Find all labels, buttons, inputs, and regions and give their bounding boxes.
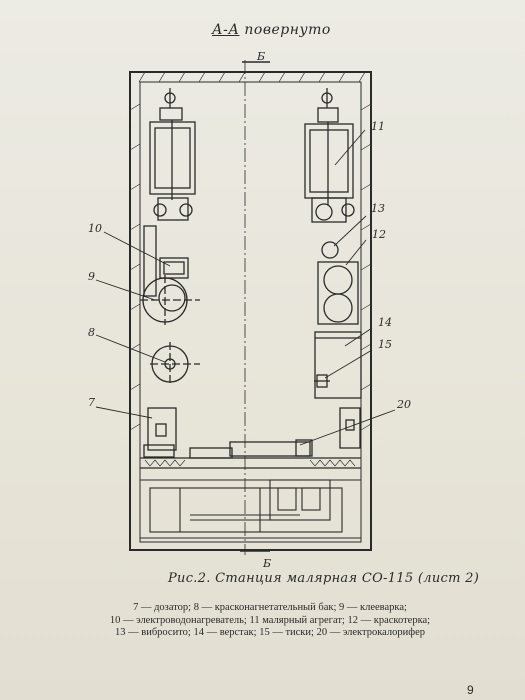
page-number: 9 <box>467 683 474 697</box>
leader-lines <box>95 129 396 446</box>
water-heater <box>143 225 189 297</box>
callout-13: 13 <box>371 202 385 215</box>
painting-unit-right <box>304 88 355 223</box>
legend-line-3: 13 — вибросито; 14 — верстак; 15 — тиски… <box>115 627 425 638</box>
callout-15: 15 <box>378 338 392 351</box>
paint-grinder <box>317 261 359 325</box>
figure-caption: Рис.2. Станция малярная СО-115 (лист 2) <box>168 571 480 586</box>
callout-12: 12 <box>372 228 386 241</box>
section-title-prefix: А-А <box>212 22 240 38</box>
workbench <box>314 331 362 399</box>
callout-20: 20 <box>396 398 411 411</box>
vise <box>314 374 330 388</box>
floor-band <box>140 457 361 469</box>
callout-14: 14 <box>378 316 392 329</box>
callout-8: 8 <box>88 326 95 339</box>
figure-legend: 7 — дозатор; 8 — красконагнетательный ба… <box>40 602 500 640</box>
chassis <box>140 479 361 539</box>
electric-heater <box>189 407 361 459</box>
glue-cooker <box>140 275 200 325</box>
section-mark-top: Б <box>256 50 265 63</box>
section-title-suffix: повернуто <box>239 22 331 38</box>
legend-line-2: 10 — электроводонагреватель; 11 малярный… <box>109 614 431 626</box>
painting-unit-left <box>149 88 196 221</box>
section-mark-bottom: Б <box>262 557 271 570</box>
section-title: А-А повернуто <box>212 22 331 38</box>
callout-9: 9 <box>88 270 95 283</box>
callout-7: 7 <box>88 396 95 409</box>
callout-10: 10 <box>88 222 102 235</box>
callout-11: 11 <box>371 120 385 133</box>
section-line <box>240 60 270 555</box>
paint-pressure-tank <box>150 342 200 386</box>
station-outer-wall <box>129 71 372 551</box>
vibro-sieve <box>321 241 339 259</box>
dispenser <box>143 407 177 458</box>
legend-line-1: 7 — дозатор; 8 — красконагнетательный ба… <box>133 602 407 613</box>
